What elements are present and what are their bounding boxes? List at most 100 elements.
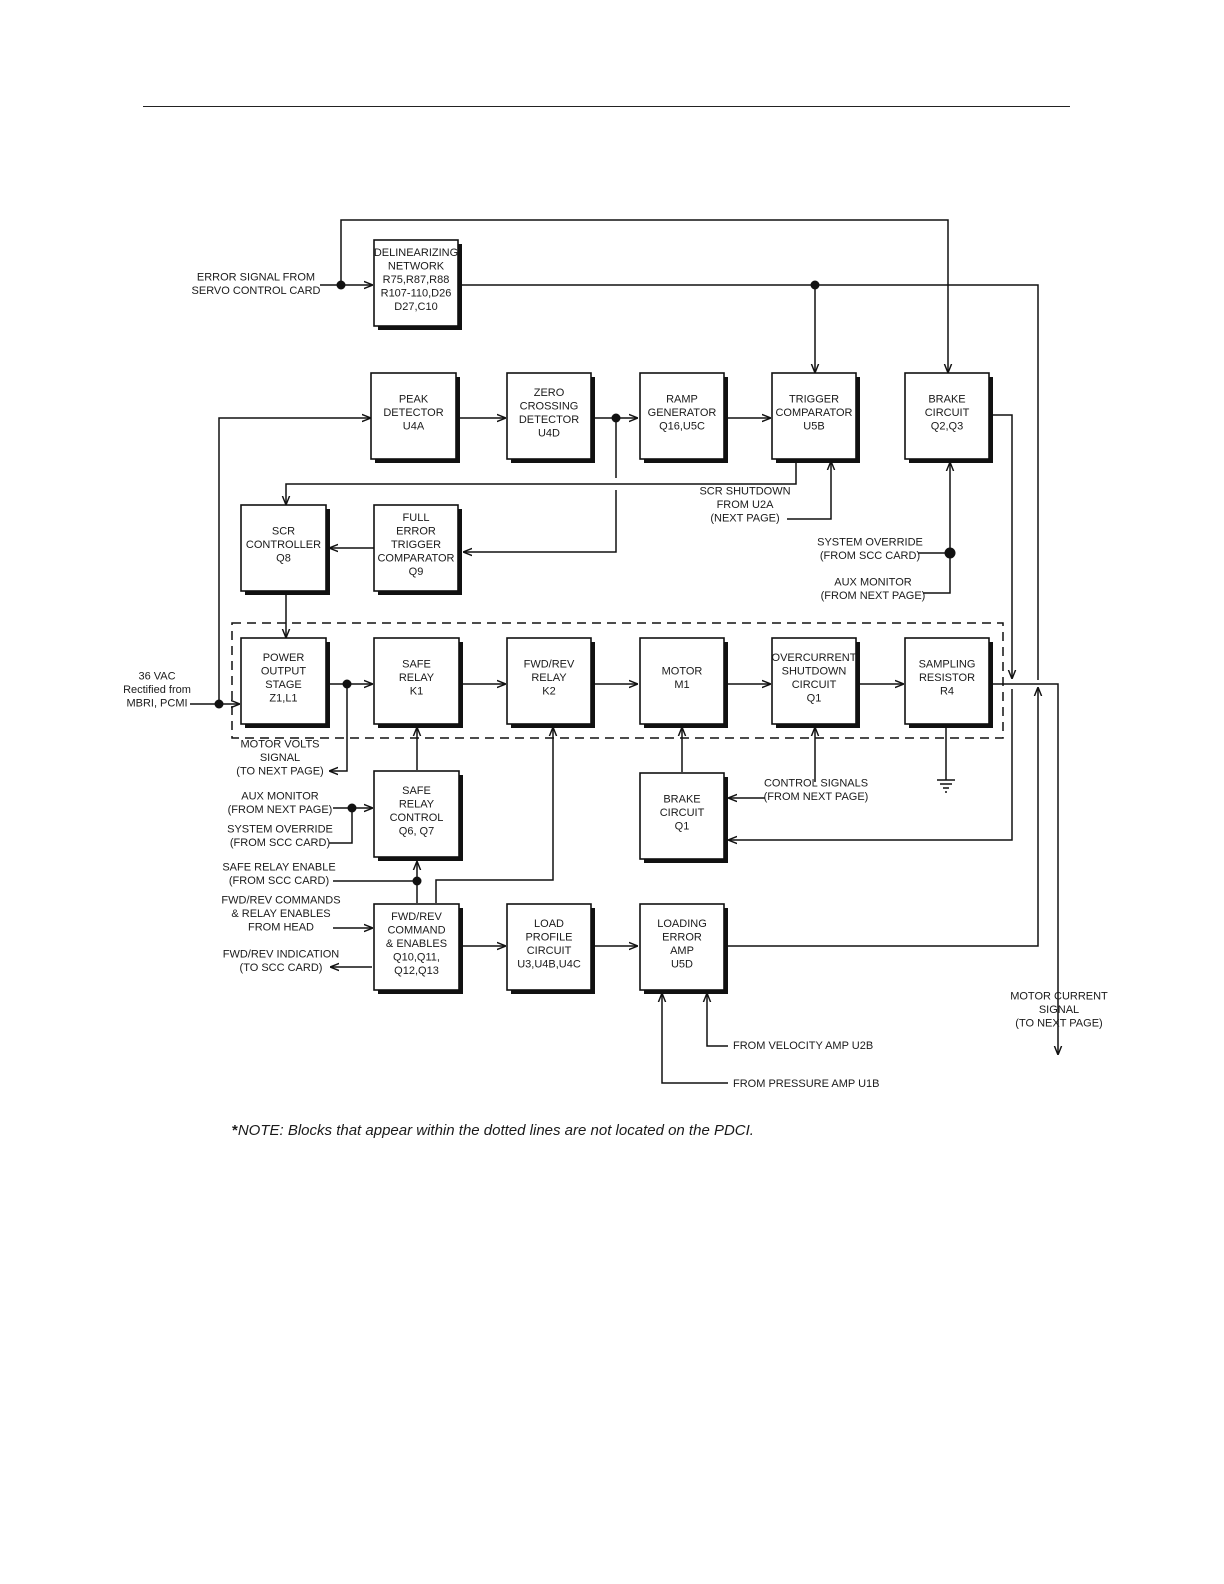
junction-dots [214, 280, 956, 886]
block-text: U4A [403, 421, 425, 433]
block-text: Q9 [409, 566, 424, 578]
block-text: SAMPLING [919, 659, 976, 671]
block-text: COMMAND [387, 925, 445, 937]
block-text: RELAY [399, 798, 435, 810]
label-system-override-right: SYSTEM OVERRIDE(FROM SCC CARD) [817, 536, 923, 562]
label-text: (TO NEXT PAGE) [236, 766, 323, 778]
block-text: FULL [403, 512, 430, 524]
label-text: MOTOR CURRENT [1010, 991, 1108, 1003]
label-text: (TO NEXT PAGE) [1015, 1018, 1102, 1030]
label-text: MOTOR VOLTS [240, 739, 319, 751]
label-text: ERROR SIGNAL FROM [197, 271, 315, 283]
block-text: COMPARATOR [775, 407, 852, 419]
block-text: RELAY [531, 672, 567, 684]
block-text: Q16,U5C [659, 421, 705, 433]
block-text: Z1,L1 [269, 692, 297, 704]
block-text: Q8 [276, 553, 291, 565]
function-blocks: DELINEARIZING NETWORKR75,R87,R88R107-110,… [240, 239, 993, 994]
block-text: ZERO [534, 387, 565, 399]
block-text: & ENABLES [386, 938, 447, 950]
label-text: FWD/REV COMMANDS [221, 895, 340, 907]
block-text: SHUTDOWN [782, 665, 847, 677]
label-text: SERVO CONTROL CARD [192, 285, 321, 297]
block-text: K2 [542, 686, 555, 698]
block-text: STAGE [265, 679, 301, 691]
block-text: K1 [410, 686, 423, 698]
block-text: ERROR [396, 526, 436, 538]
label-from-velocity: FROM VELOCITY AMP U2B [733, 1040, 873, 1052]
block-text: U3,U4B,U4C [517, 958, 581, 970]
block-text: GENERATOR [648, 407, 717, 419]
block-text: Q1 [807, 692, 822, 704]
block-text: TRIGGER [789, 394, 839, 406]
block-text: Q12,Q13 [394, 965, 439, 977]
block-text: U4D [538, 427, 560, 439]
block-text: FWD/REV [524, 659, 575, 671]
block-text: CIRCUIT [660, 807, 705, 819]
block-text: SCR [272, 526, 295, 538]
label-fwdrev-indication: FWD/REV INDICATION(TO SCC CARD) [223, 948, 340, 974]
label-text: (FROM SCC CARD) [229, 875, 329, 887]
label-error-signal: ERROR SIGNAL FROM SERVO CONTROL CARD [192, 271, 321, 297]
label-text: FROM PRESSURE AMP U1B [733, 1078, 880, 1090]
label-text: CONTROL SIGNALS [764, 777, 868, 789]
label-text: SYSTEM OVERRIDE [227, 823, 333, 835]
block-text: COMPARATOR [377, 553, 454, 565]
block-text: LOADING [657, 918, 707, 930]
block-text: BRAKE [928, 394, 965, 406]
label-text: FWD/REV INDICATION [223, 948, 340, 960]
label-from-pressure: FROM PRESSURE AMP U1B [733, 1078, 880, 1090]
block-text: RESISTOR [919, 672, 975, 684]
block-text: U5D [671, 958, 693, 970]
label-text: AUX MONITOR [241, 790, 318, 802]
block-text: SAFE [402, 785, 431, 797]
block-delinearizing: DELINEARIZING NETWORKR75,R87,R88R107-110,… [373, 239, 462, 330]
block-text: RAMP [666, 394, 698, 406]
block-text: Q10,Q11, [393, 952, 440, 964]
label-text: FROM HEAD [248, 922, 314, 934]
block-text: CROSSING [520, 400, 579, 412]
label-fwdrev-commands: FWD/REV COMMANDS& RELAY ENABLES FROM HEAD [221, 895, 340, 934]
label-text: Rectified from [123, 684, 191, 696]
block-text: Q2,Q3 [931, 421, 963, 433]
label-text: SCR SHUTDOWN [699, 486, 790, 498]
block-text: BRAKE [663, 794, 700, 806]
block-text: R75,R87,R88 [383, 274, 450, 286]
label-text: & RELAY ENABLES [231, 908, 330, 920]
block-text: NETWORK [388, 261, 445, 273]
block-text: DETECTOR [519, 414, 579, 426]
label-text: SIGNAL [1039, 1004, 1079, 1016]
label-text: SYSTEM OVERRIDE [817, 536, 923, 548]
label-safe-relay-enable: SAFE RELAY ENABLE(FROM SCC CARD) [222, 861, 335, 887]
off-board-enclosure [231, 622, 1004, 739]
label-aux-monitor-right: AUX MONITOR (FROM NEXT PAGE) [821, 576, 926, 602]
label-system-override-left: SYSTEM OVERRIDE(FROM SCC CARD) [227, 823, 333, 849]
label-text: (FROM NEXT PAGE) [821, 590, 926, 602]
label-text: AUX MONITOR [834, 576, 911, 588]
block-text: MOTOR [662, 665, 703, 677]
block-text: OUTPUT [261, 665, 307, 677]
block-text: R107-110,D26 [381, 288, 452, 300]
block-text: PROFILE [525, 931, 572, 943]
page-header-rule [143, 106, 1070, 107]
note-text: NOTE: Blocks that appear within the dott… [237, 1122, 754, 1139]
block-text: DELINEARIZING [374, 247, 458, 259]
